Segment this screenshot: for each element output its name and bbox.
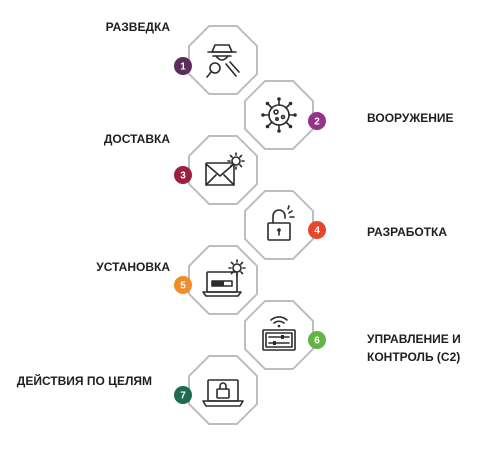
stage-5-badge: 5 <box>174 276 192 294</box>
stage-1-label: РАЗВЕДКА <box>106 20 171 34</box>
unlocked-padlock-icon <box>267 205 295 241</box>
stage-4-label: РАЗРАБОТКА <box>367 225 447 239</box>
stage-7-hexagon <box>188 355 258 425</box>
svg-text:6: 6 <box>314 336 320 347</box>
stage-6-badge: 6 <box>308 331 326 349</box>
stage-6-label-line1: УПРАВЛЕНИЕ И <box>367 332 461 346</box>
svg-text:2: 2 <box>314 117 320 128</box>
stage-2-hexagon <box>244 80 314 150</box>
stage-1-badge: 1 <box>174 57 192 75</box>
svg-text:5: 5 <box>180 281 186 292</box>
svg-text:7: 7 <box>180 391 186 402</box>
stage-4-badge: 4 <box>308 221 326 239</box>
svg-text:1: 1 <box>180 62 186 73</box>
stage-4-hexagon <box>244 190 314 260</box>
laptop-gear-icon <box>202 259 246 297</box>
laptop-lock-icon <box>202 379 244 407</box>
stage-7-badge: 7 <box>174 386 192 404</box>
stage-3-label: ДОСТАВКА <box>104 132 170 146</box>
stage-3-hexagon <box>188 135 258 205</box>
stage-2-badge: 2 <box>308 112 326 130</box>
stage-6-hexagon <box>244 300 314 370</box>
stage-5-hexagon <box>188 245 258 315</box>
svg-text:4: 4 <box>314 226 320 237</box>
email-gear-icon <box>205 152 245 186</box>
virus-icon <box>261 97 297 133</box>
spy-magnifier-icon <box>206 44 240 78</box>
stage-7-label: ДЕЙСТВИЯ ПО ЦЕЛЯМ <box>17 373 152 388</box>
stage-6-label-line2: КОНТРОЛЬ (С2) <box>367 350 460 364</box>
stage-3-badge: 3 <box>174 166 192 184</box>
svg-text:3: 3 <box>180 171 186 182</box>
wireless-control-icon <box>262 316 296 351</box>
stage-5-label: УСТАНОВКА <box>96 260 170 274</box>
stage-2-label: ВООРУЖЕНИЕ <box>367 111 454 125</box>
